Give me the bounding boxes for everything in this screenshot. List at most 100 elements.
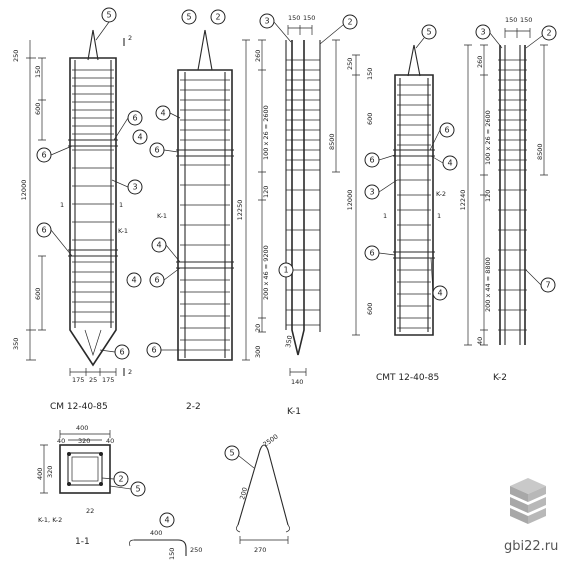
svg-text:6: 6 [154, 146, 159, 155]
svg-text:5: 5 [426, 28, 431, 37]
dim-120-k2: 120 [484, 190, 492, 202]
svg-text:1: 1 [283, 266, 288, 275]
section-mark-2-top: 2 [128, 34, 132, 42]
dim-40-sec11-right: 40 [106, 437, 114, 445]
svg-text:6: 6 [154, 276, 159, 285]
svg-text:4: 4 [131, 276, 136, 285]
dim-350: 350 [12, 338, 20, 350]
lifting-loop-5: 270 200 2500 5 [224, 433, 290, 554]
tag-6-d: 6 [114, 344, 130, 360]
caption-section-1-1: 1-1 [75, 537, 90, 547]
dim-200-loop: 200 [238, 486, 249, 500]
tag-5-b: 5 [181, 9, 197, 25]
svg-text:4: 4 [160, 109, 165, 118]
dim-320-sec11: 320 [78, 437, 90, 445]
dim-270: 270 [254, 546, 266, 554]
svg-text:6: 6 [369, 156, 374, 165]
tag-6-h: 6 [439, 122, 455, 138]
dim-2500-loop: 2500 [262, 433, 280, 449]
tag-4-d: 4 [151, 237, 167, 253]
tag-3-a: 3 [127, 179, 143, 195]
svg-text:5: 5 [135, 485, 140, 494]
cage-k1: 150 150 12250 260 100 x 26 = 2600 120 20… [236, 13, 358, 417]
svg-text:5: 5 [186, 13, 191, 22]
k1-label-22: K-1 [157, 212, 167, 220]
dim-260-k2: 260 [476, 56, 484, 68]
dim-250-bar4: 250 [190, 546, 202, 554]
svg-text:4: 4 [437, 289, 442, 298]
tag-6-f: 6 [149, 272, 165, 288]
svg-text:4: 4 [164, 516, 169, 525]
tag-5-d: 5 [130, 481, 146, 497]
dim-40-k2: 40 [476, 337, 484, 345]
dim-8500-k2: 8500 [536, 143, 544, 160]
svg-text:6: 6 [151, 346, 156, 355]
svg-text:3: 3 [480, 28, 485, 37]
tag-2-c: 2 [541, 25, 557, 41]
dim-12250: 12250 [236, 200, 244, 221]
svg-text:2: 2 [118, 475, 123, 484]
svg-text:4: 4 [137, 133, 142, 142]
tag-5-e: 5 [224, 445, 240, 461]
tag-4-b: 4 [126, 272, 142, 288]
dim-400-sec11-vert: 400 [36, 468, 44, 480]
pile-smt-elevation: 12000 250 150 600 600 1 1 K-2 СМТ 12-40-… [346, 24, 458, 383]
tag-6-g: 6 [146, 342, 162, 358]
dim-300-k1: 300 [254, 346, 262, 358]
tag-3-d: 3 [475, 24, 491, 40]
svg-text:6: 6 [132, 114, 137, 123]
bent-bar-4: 400 150 250 4 [129, 512, 202, 560]
svg-text:3: 3 [132, 183, 137, 192]
dim-600-top: 600 [34, 103, 42, 115]
dim-150-k2-left: 150 [505, 16, 517, 24]
k1-inline-label: K-1 [118, 227, 128, 235]
tag-2-b: 2 [342, 14, 358, 30]
dim-250: 250 [12, 50, 20, 62]
svg-text:4: 4 [156, 241, 161, 250]
dim-140-k1: 140 [291, 378, 303, 386]
dim-600-smt-bottom: 600 [366, 303, 374, 315]
caption-smt-12-40-85: СМТ 12-40-85 [376, 373, 439, 383]
svg-text:3: 3 [369, 188, 374, 197]
dim-200x46: 200 x 46 = 9200 [262, 245, 270, 300]
tag-4-f: 4 [432, 285, 448, 301]
dim-12240: 12240 [459, 190, 467, 211]
tag-6-c: 6 [36, 222, 52, 238]
dim-260-k1: 260 [254, 50, 262, 62]
dim-175-left: 175 [72, 376, 84, 384]
dim-20-k1: 20 [254, 324, 262, 332]
tag-6-i: 6 [364, 152, 380, 168]
section-mark-1-smt-left: 1 [383, 212, 387, 220]
cage-k2: 150 150 12240 260 100 x 26 = 2600 120 20… [459, 16, 557, 383]
dim-175-right: 175 [102, 376, 114, 384]
pile-cm-elevation: 12000 250 150 600 600 350 175 25 175 2 2… [12, 7, 148, 412]
tag-6-j: 6 [364, 245, 380, 261]
tag-1-a: 1 [278, 262, 294, 278]
caption-section-2-2: 2-2 [186, 402, 201, 412]
dim-100x26-k1: 100 x 26 = 2600 [262, 105, 270, 160]
dim-25: 25 [89, 376, 97, 384]
svg-text:2: 2 [546, 29, 551, 38]
dim-22-sec11: 22 [86, 507, 94, 515]
caption-cm-12-40-85: СМ 12-40-85 [50, 402, 108, 412]
dim-100x26-k2: 100 x 26 = 2600 [484, 110, 492, 165]
dim-250-smt: 250 [346, 58, 354, 70]
dim-150-smt: 150 [366, 68, 374, 80]
svg-text:6: 6 [369, 249, 374, 258]
tag-7: 7 [540, 277, 556, 293]
tag-6-e: 6 [149, 142, 165, 158]
svg-text:6: 6 [444, 126, 449, 135]
watermark-text: gbi22.ru [504, 539, 558, 554]
dim-150-k2-right: 150 [520, 16, 532, 24]
dim-200x44: 200 x 44 = 8800 [484, 257, 492, 312]
tag-4-g: 4 [159, 512, 175, 528]
tag-2-d: 2 [113, 471, 129, 487]
tag-3-c: 3 [364, 184, 380, 200]
tag-4-c: 4 [155, 105, 171, 121]
svg-text:7: 7 [545, 281, 550, 290]
dim-length-12000: 12000 [20, 180, 28, 201]
svg-text:6: 6 [119, 348, 124, 357]
section-mark-2-bottom: 2 [128, 368, 132, 376]
section-mark-1-smt-right: 1 [437, 212, 441, 220]
tag-6-b: 6 [36, 147, 52, 163]
